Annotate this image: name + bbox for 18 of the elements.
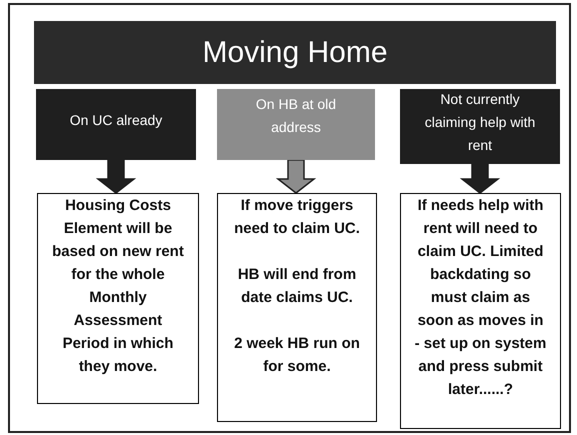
box-text: If move triggers need to claim UC. [233,196,361,239]
block-arrow [460,163,500,194]
box-text: 2 week HB run on for some. [233,334,361,377]
text-box [217,193,377,422]
text-box [217,89,375,160]
box-text: HB will end from date claims UC. [236,265,358,308]
text-box [36,89,196,160]
box-text: Housing Costs Element will be based on new rent for the whole Monthly Assessment Period in which they move. [51,196,185,377]
text-box [400,89,560,164]
block-arrow [96,159,136,194]
block-arrow [276,159,316,194]
box-text: Not currently claiming help with rent [424,90,536,155]
text-box [400,193,561,429]
box-text: On UC already [70,111,162,130]
title-banner: Moving Home [34,21,556,84]
box-text: On HB at old address [254,95,338,137]
box-text: If needs help with rent will need to claim UC. Limited backdating so must claim as soon as moves in - set up on system and press submit later......? [414,196,548,400]
text-box [37,193,199,404]
